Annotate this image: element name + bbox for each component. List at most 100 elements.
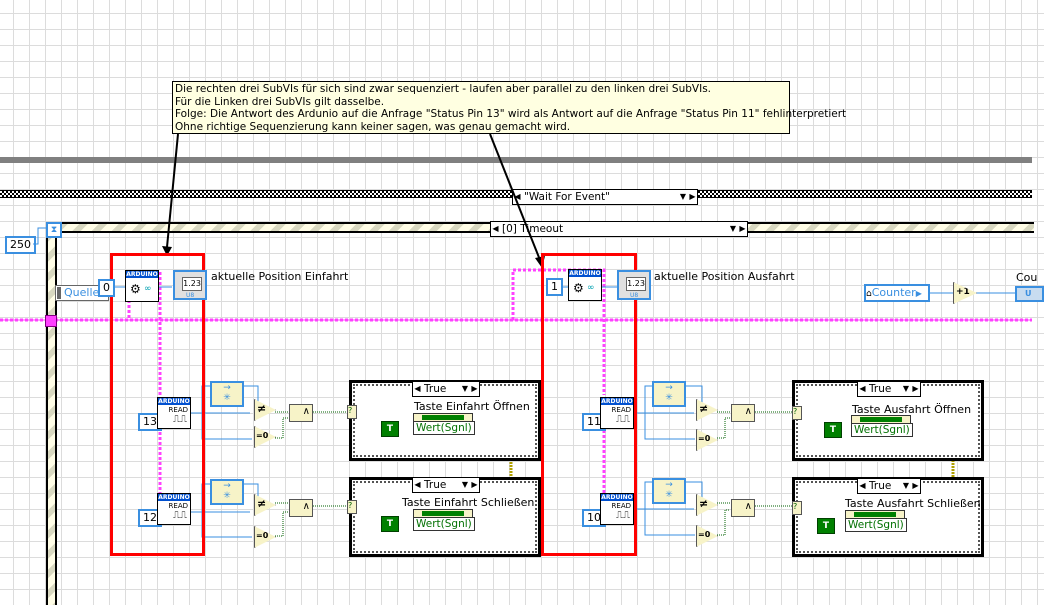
property-node-value[interactable]: Wert(Sgnl)	[413, 517, 475, 531]
arduino-init-subvi[interactable]: ARDUINO ⚙∞	[125, 270, 159, 302]
counter-local-variable[interactable]: ⌂Counter▶	[864, 284, 930, 302]
arduino-read-subvi[interactable]: ARDUINO READ⎍⎍	[600, 493, 634, 525]
and-node[interactable]: ∧	[289, 499, 313, 517]
read-label: READ	[611, 406, 631, 414]
while-loop-border-left	[46, 222, 57, 605]
read-label: READ	[168, 406, 188, 414]
arduino-header: ARDUINO	[126, 271, 158, 278]
pin-constant[interactable]: 12	[138, 509, 162, 527]
case-selector-label: True	[424, 479, 447, 491]
arduino-init-constant[interactable]: 1	[546, 278, 563, 296]
gate-label: ≠	[699, 402, 709, 415]
gate-label: ≠	[257, 497, 267, 510]
gate-label: ∧	[302, 406, 310, 417]
prev-case-icon[interactable]: ◀	[514, 192, 521, 201]
case-selector[interactable]: ◀True▼▶	[857, 381, 921, 397]
true-constant[interactable]: T	[824, 422, 842, 438]
dropdown-icon[interactable]: ▼	[679, 192, 686, 201]
timeout-case-selector[interactable]: ◀ [0] Timeout ▼ ▶	[490, 221, 748, 237]
indicator-display: 1.23	[182, 277, 202, 291]
shift-register-terminal[interactable]	[45, 315, 57, 327]
pulse-icon: ⎍⎍	[173, 510, 187, 521]
arrow-icon: →✳	[223, 481, 231, 501]
position-indicator-einfahrt[interactable]: 1.23 U8	[173, 270, 207, 300]
case-selector-terminal: ?	[792, 501, 802, 515]
pulse-icon: ⎍⎍	[173, 414, 187, 425]
property-node-label: Taste Einfahrt Schließen	[402, 496, 535, 509]
arrow-right-icon: ▶	[915, 289, 922, 298]
arduino-header: ARDUINO	[569, 270, 601, 277]
pulse-icon: ⎍⎍	[616, 414, 630, 425]
feedback-node[interactable]: →✳	[210, 479, 244, 505]
home-icon: ⌂	[866, 289, 872, 299]
arduino-init-subvi[interactable]: ARDUINO ⚙∞	[568, 269, 602, 301]
dropdown-icon[interactable]: ▼	[729, 224, 736, 233]
case-selector[interactable]: ◀True▼▶	[857, 478, 921, 494]
counter-indicator[interactable]: U	[1015, 286, 1044, 302]
next-case-icon[interactable]: ▶	[689, 192, 696, 201]
feedback-node[interactable]: →✳	[210, 381, 244, 407]
feedback-node[interactable]: →✳	[652, 478, 686, 504]
quelle-tunnel[interactable]: Quelle	[55, 285, 109, 301]
and-node[interactable]: ∧	[731, 404, 755, 422]
feedback-node[interactable]: →✳	[652, 381, 686, 407]
indicator-type: U8	[186, 292, 195, 299]
arduino-header: ARDUINO	[601, 398, 633, 405]
indicator-label: aktuelle Position Ausfahrt	[654, 270, 795, 283]
property-node-value[interactable]: Wert(Sgnl)	[845, 518, 907, 532]
pulse-icon: ⎍⎍	[616, 510, 630, 521]
gate-label: ∧	[744, 501, 752, 512]
position-indicator-ausfahrt[interactable]: 1.23 U8	[617, 270, 651, 300]
highlight-box-right	[541, 253, 637, 556]
arduino-init-icon: ⚙∞	[573, 281, 595, 295]
comment-line: Die rechten drei SubVIs für sich sind zw…	[175, 83, 712, 95]
highlight-box-left	[110, 253, 205, 556]
and-node[interactable]: ∧	[731, 499, 755, 517]
arduino-read-subvi[interactable]: ARDUINO READ⎍⎍	[157, 493, 191, 525]
case-selector[interactable]: ◀True▼▶	[412, 477, 480, 493]
true-constant[interactable]: T	[381, 516, 399, 532]
gate-label: =0	[256, 531, 269, 540]
prev-case-icon[interactable]: ◀	[492, 224, 499, 233]
structure-border	[0, 157, 1032, 163]
case-selector[interactable]: ◀True▼▶	[412, 381, 480, 397]
comment-line: Für die Linken drei SubVIs gilt dasselbe…	[175, 95, 385, 108]
gate-label: ∧	[302, 501, 310, 512]
property-node-label: Taste Einfahrt Öffnen	[414, 400, 530, 413]
true-constant[interactable]: T	[381, 421, 399, 437]
hourglass-icon[interactable]: ⧗	[46, 222, 62, 238]
comment-line: Folge: Die Antwort des Ardunio auf die A…	[175, 108, 847, 120]
indicator-label: aktuelle Position Einfahrt	[211, 270, 349, 283]
arduino-read-subvi[interactable]: ARDUINO READ⎍⎍	[157, 397, 191, 429]
true-constant[interactable]: T	[817, 518, 835, 534]
property-node-label: Taste Ausfahrt Schließen	[845, 497, 981, 510]
arrow-icon: →✳	[665, 383, 673, 403]
arduino-init-constant[interactable]: 0	[98, 279, 115, 297]
gate-label: =0	[698, 434, 711, 443]
gate-label: =0	[256, 431, 269, 440]
indicator-display: 1.23	[626, 277, 646, 291]
property-node-value[interactable]: Wert(Sgnl)	[413, 421, 475, 435]
next-case-icon[interactable]: ▶	[739, 224, 746, 233]
case-selector-label: True	[424, 383, 447, 395]
gate-label: ∧	[744, 406, 752, 417]
event-case-selector[interactable]: ◀ "Wait For Event" ▼ ▶	[512, 189, 698, 205]
case-selector-terminal: ?	[792, 406, 802, 420]
and-node[interactable]: ∧	[289, 404, 313, 422]
case-selector-label: True	[869, 480, 892, 492]
pin-constant[interactable]: 13	[138, 413, 162, 431]
comment-note[interactable]: Die rechten drei SubVIs für sich sind zw…	[172, 81, 847, 134]
arduino-init-icon: ⚙∞	[130, 282, 152, 296]
property-node-label: Taste Ausfahrt Öffnen	[852, 403, 972, 416]
arduino-header: ARDUINO	[158, 494, 190, 501]
arrow-icon: →✳	[665, 480, 673, 500]
event-case-label: "Wait For Event"	[524, 191, 610, 203]
arduino-read-subvi[interactable]: ARDUINO READ⎍⎍	[600, 397, 634, 429]
indicator-type: U8	[630, 292, 639, 299]
timeout-case-label: [0] Timeout	[502, 223, 564, 235]
read-label: READ	[611, 502, 631, 510]
arduino-header: ARDUINO	[158, 398, 190, 405]
counter-output-label: Cou	[1016, 271, 1038, 284]
property-node-value[interactable]: Wert(Sgnl)	[851, 423, 913, 437]
timeout-constant[interactable]: 250	[5, 236, 36, 254]
